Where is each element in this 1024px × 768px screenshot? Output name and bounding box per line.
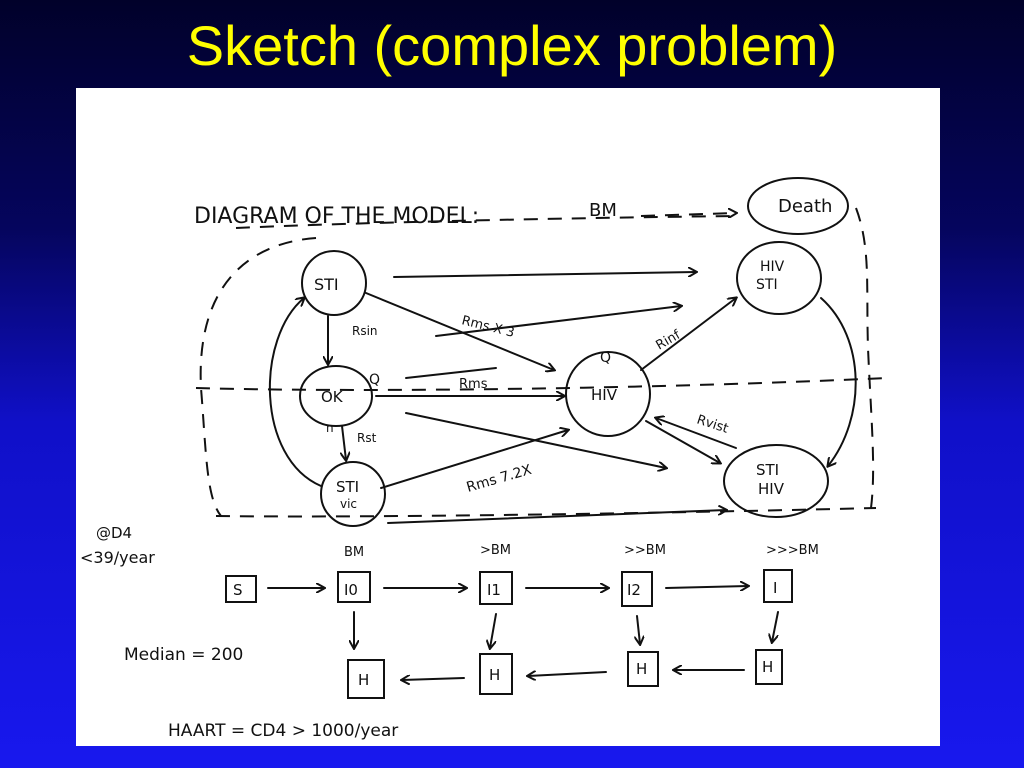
ok-label: OK	[321, 388, 344, 406]
box-h-3	[627, 651, 659, 687]
box-h-2-label: H	[489, 666, 500, 684]
sti-bottom-node	[320, 461, 386, 527]
diagram-heading-note: BM	[589, 200, 617, 221]
arrow-sti-bottom-to-sti-hiv	[387, 510, 726, 524]
arrow-ok-to-sti-hiv	[405, 412, 666, 468]
dashed-boundary-middle	[195, 377, 887, 391]
ok-node	[299, 365, 373, 427]
arrow-hiv-to-sti-hiv	[645, 420, 720, 463]
edge-label-sti-bottom-to-hiv: Rms 7.2X	[465, 462, 534, 496]
ok-loop-label: Q	[369, 372, 380, 388]
edge-label-ok-to-sti-bottom-n: n	[326, 421, 334, 435]
box-h-4-label: H	[762, 658, 773, 676]
sketch-panel: DIAGRAM OF THE MODEL: BM Death HIV STI S…	[76, 88, 940, 746]
arrow-sti-hiv-to-hiv	[656, 418, 737, 449]
sti-hiv-node	[723, 444, 829, 518]
hiv-node	[565, 351, 651, 437]
arrow-ok-to-hiv-sti	[435, 306, 681, 337]
box-i2	[621, 571, 653, 607]
sti-bottom-label-line2: vic	[340, 497, 357, 511]
arrow-ok-to-sti-bottom	[342, 425, 346, 460]
hiv-sti-label-line1: HIV	[760, 259, 785, 275]
diagram-heading: DIAGRAM OF THE MODEL:	[194, 204, 479, 229]
edge-label-sti-to-hiv: Rms X 3	[460, 313, 516, 341]
bm-label-4: >>>BM	[766, 543, 819, 558]
dashed-boundary-top	[235, 215, 737, 229]
sti-hiv-label-line1: STI	[756, 461, 779, 479]
edge-label-ok-to-hiv: Rms	[459, 377, 488, 392]
model-diagram: DIAGRAM OF THE MODEL: BM Death HIV STI S…	[80, 177, 887, 741]
box-i1	[479, 571, 513, 605]
box-h-3-label: H	[636, 660, 647, 678]
slide-title: Sketch (complex problem)	[186, 14, 838, 77]
edge-label-ok-to-sti-bottom: Rst	[357, 431, 377, 445]
arrow-i2-down	[637, 615, 640, 644]
arrow-h2-to-h1	[402, 678, 465, 680]
median-label: Median = 200	[124, 645, 243, 665]
box-h-2	[479, 653, 513, 695]
arrow-i-down	[772, 611, 779, 642]
death-node	[747, 177, 849, 235]
haart-label: HAART = CD4 > 1000/year	[168, 721, 398, 741]
box-s	[225, 575, 257, 603]
rate-label: <39/year	[80, 548, 155, 567]
sti-hiv-label-line2: HIV	[758, 480, 785, 498]
arrow-h3-to-h2	[528, 672, 607, 676]
box-i0	[337, 571, 371, 603]
hiv-sti-label-line2: STI	[756, 277, 778, 293]
arrow-i1-down	[490, 613, 497, 648]
hiv-loop-label: Q	[600, 350, 611, 366]
dashed-boundary-left	[199, 237, 317, 517]
box-i	[763, 569, 793, 603]
arrow-hiv-sti-to-sti-hiv	[820, 297, 857, 466]
arrow-to-death	[640, 213, 736, 216]
box-h-1-label: H	[358, 671, 369, 689]
edge-label-sti-top-to-ok: Rsin	[352, 324, 378, 338]
box-i1-label: I1	[487, 581, 501, 599]
bm-label-1: BM	[344, 545, 364, 560]
box-i2-label: I2	[627, 581, 641, 599]
sti-top-label: STI	[314, 275, 339, 294]
bm-label-2: >BM	[480, 543, 511, 558]
arrow-sti-to-hiv-sti	[393, 272, 696, 278]
bm-label-3: >>BM	[624, 543, 666, 558]
dashed-boundary-bottom	[215, 507, 877, 518]
hiv-label: HIV	[591, 386, 618, 404]
box-i0-label: I0	[344, 581, 358, 599]
dashed-boundary-right	[855, 207, 875, 509]
box-h-4	[755, 649, 783, 685]
arrow-i2-to-i	[665, 586, 748, 588]
box-i-label: I	[773, 579, 777, 597]
box-s-label: S	[233, 581, 243, 599]
cd4-label: @D4	[96, 524, 132, 542]
arrow-hiv-to-hiv-sti	[640, 298, 736, 371]
arrow-sti-to-hiv	[365, 292, 554, 370]
arrow-sti-bottom-to-sti-top	[268, 298, 322, 487]
arrow-ok-to-hiv-upper	[405, 367, 497, 379]
sti-top-node	[301, 250, 367, 316]
death-label: Death	[778, 196, 832, 217]
sti-bottom-label-line1: STI	[336, 478, 359, 496]
box-h-1	[347, 659, 385, 699]
edge-label-sti-hiv-to-hiv: Rvist	[695, 413, 730, 437]
hiv-sti-node	[736, 241, 822, 315]
